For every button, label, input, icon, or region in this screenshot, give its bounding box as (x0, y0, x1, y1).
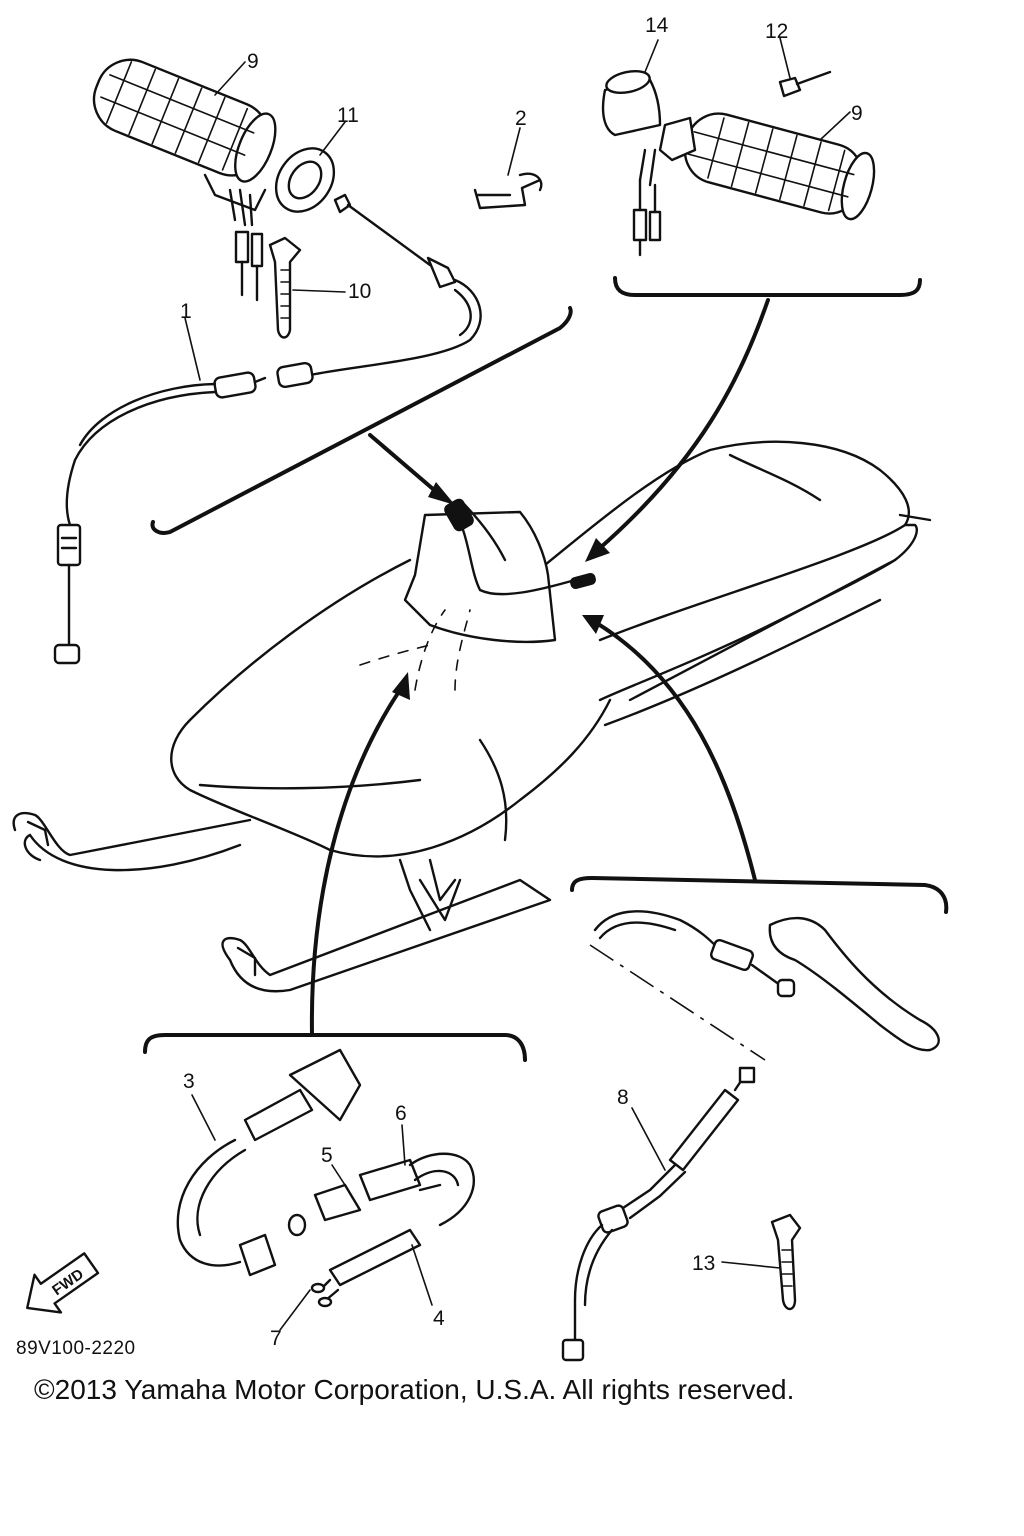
callout-14: 14 (645, 14, 669, 37)
snowmobile-body (12, 440, 932, 993)
callout-9-left: 9 (247, 50, 259, 73)
diagram-code: 89V100-2220 (16, 1338, 136, 1359)
group-brackets (143, 276, 949, 1062)
pointer-arrows (309, 298, 770, 1037)
callout-13: 13 (692, 1252, 715, 1275)
throttle-grip-assembly (53, 58, 482, 665)
callout-6: 6 (395, 1102, 407, 1125)
callout-1: 1 (180, 300, 192, 323)
callout-5: 5 (321, 1144, 333, 1167)
forward-arrow-icon: FWD (26, 1252, 100, 1314)
callout-9-right: 9 (851, 102, 863, 125)
callout-10: 10 (348, 280, 371, 303)
copyright-notice: ©2013 Yamaha Motor Corporation, U.S.A. A… (34, 1374, 795, 1405)
callout-8: 8 (617, 1086, 629, 1109)
leader-lines (184, 37, 851, 1331)
grip-right-part (683, 112, 876, 221)
callout-11: 11 (337, 104, 359, 127)
callout-4: 4 (433, 1307, 445, 1330)
callout-12: 12 (765, 20, 788, 43)
brake-lever-assembly (561, 910, 940, 1362)
kill-switch-assembly (176, 1048, 475, 1308)
right-grip-assembly (473, 70, 876, 257)
callout-labels: 1 2 3 4 5 6 7 8 9 9 10 11 12 13 14 (180, 14, 863, 1350)
callout-2: 2 (515, 107, 527, 130)
callout-3: 3 (183, 1070, 195, 1093)
callout-7: 7 (270, 1327, 282, 1350)
grip-left-part (92, 58, 277, 183)
